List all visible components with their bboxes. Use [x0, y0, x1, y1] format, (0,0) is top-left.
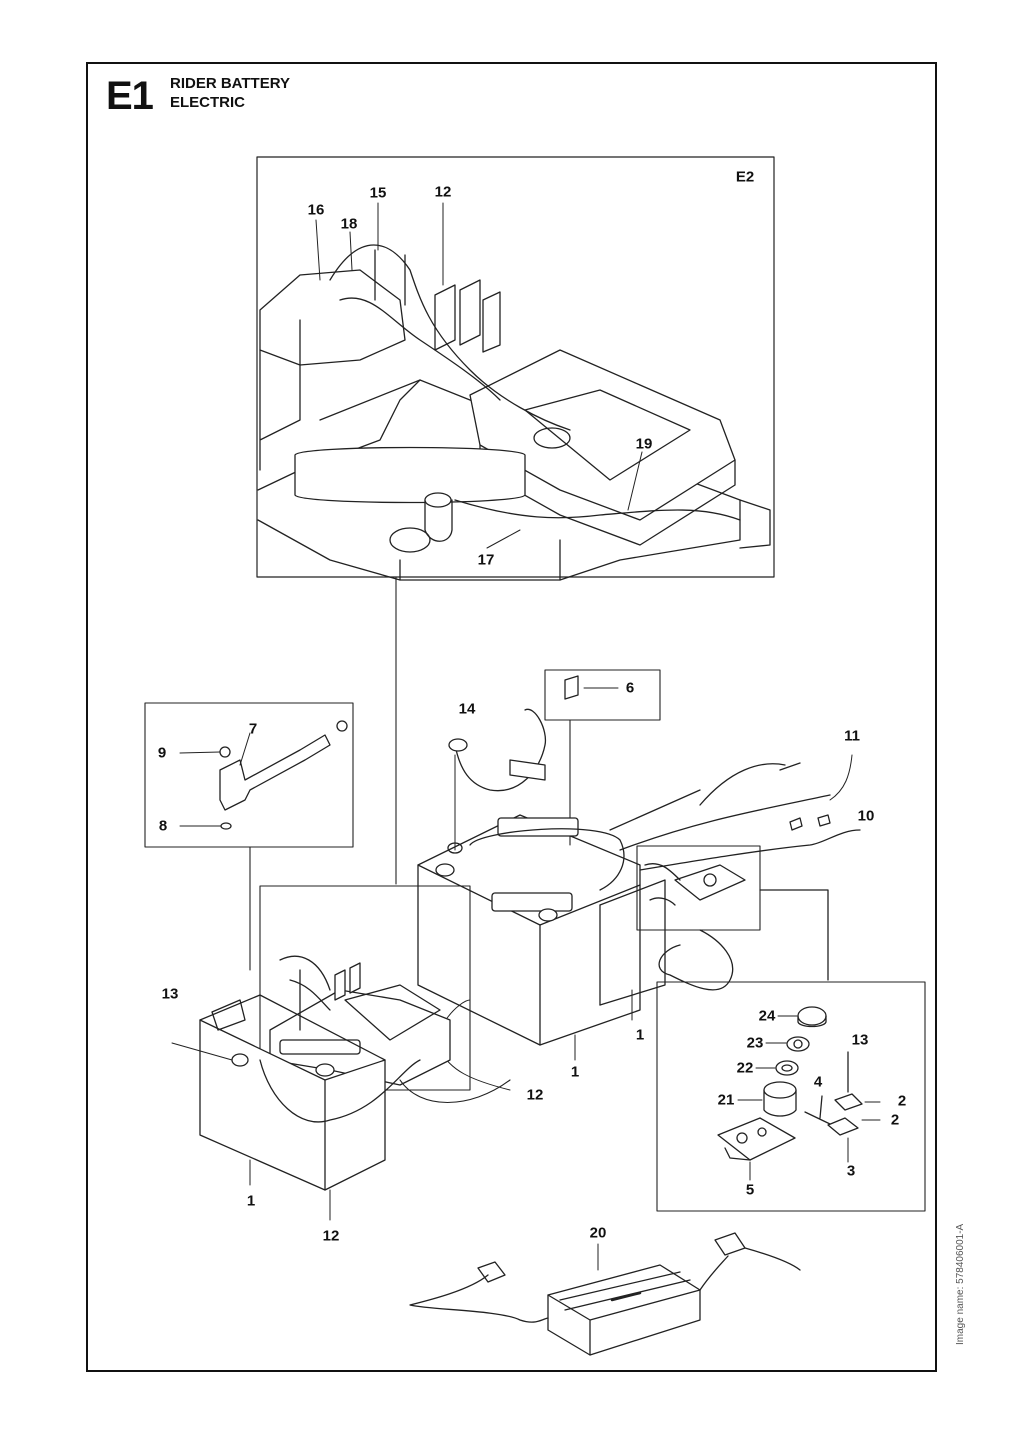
inset-relay-frame: [544, 669, 661, 721]
inset-e2-drawing: [257, 202, 771, 581]
callout-22: 22: [736, 1059, 754, 1077]
page-frame: [86, 62, 937, 1372]
callout-3: 3: [846, 1162, 856, 1180]
callout-1-mid: 1: [570, 1063, 580, 1081]
callout-24: 24: [758, 1007, 776, 1025]
callout-2-a: 2: [897, 1092, 907, 1110]
relay-drawing: [564, 675, 619, 700]
callout-23: 23: [746, 1034, 764, 1052]
callout-4: 4: [813, 1073, 823, 1091]
image-name-caption: Image name: 578406001-A: [955, 1223, 966, 1345]
callout-16: 16: [307, 201, 325, 219]
callout-9: 9: [157, 744, 167, 762]
section-code: E1: [106, 74, 154, 118]
callout-13-right: 13: [851, 1031, 869, 1049]
callout-12-top: 12: [434, 183, 452, 201]
callout-8: 8: [158, 817, 168, 835]
callout-17: 17: [477, 551, 495, 569]
callout-15: 15: [369, 184, 387, 202]
inset-e2-frame: [256, 156, 775, 578]
inset-switch-frame: [656, 981, 926, 1212]
switch-drawing: [717, 1006, 881, 1181]
left-battery: [171, 994, 511, 1221]
callout-19: 19: [635, 435, 653, 453]
controller-drawing: [269, 955, 451, 1086]
callout-2-b: 2: [890, 1111, 900, 1129]
callout-18: 18: [340, 215, 358, 233]
callout-21: 21: [717, 1091, 735, 1109]
charger-drawing: [409, 1232, 801, 1356]
callout-12-bottom: 12: [322, 1227, 340, 1245]
callout-12-mid: 12: [526, 1086, 544, 1104]
callout-20: 20: [589, 1224, 607, 1242]
callout-1-right: 1: [635, 1026, 645, 1044]
callout-1-left: 1: [246, 1192, 256, 1210]
callout-5: 5: [745, 1181, 755, 1199]
bracket-drawing: [179, 720, 348, 830]
callout-7: 7: [248, 720, 258, 738]
inset-label-e2: E2: [735, 168, 755, 186]
section-title-line2: ELECTRIC: [170, 94, 245, 111]
callout-10: 10: [857, 807, 875, 825]
main-battery-pack: [417, 708, 861, 1091]
callout-14: 14: [458, 700, 476, 718]
section-title-line1: RIDER BATTERY: [170, 75, 290, 92]
callout-13-left: 13: [161, 985, 179, 1003]
callout-11: 11: [844, 727, 860, 745]
inset-bracket-frame: [144, 702, 354, 848]
callout-6: 6: [625, 679, 635, 697]
